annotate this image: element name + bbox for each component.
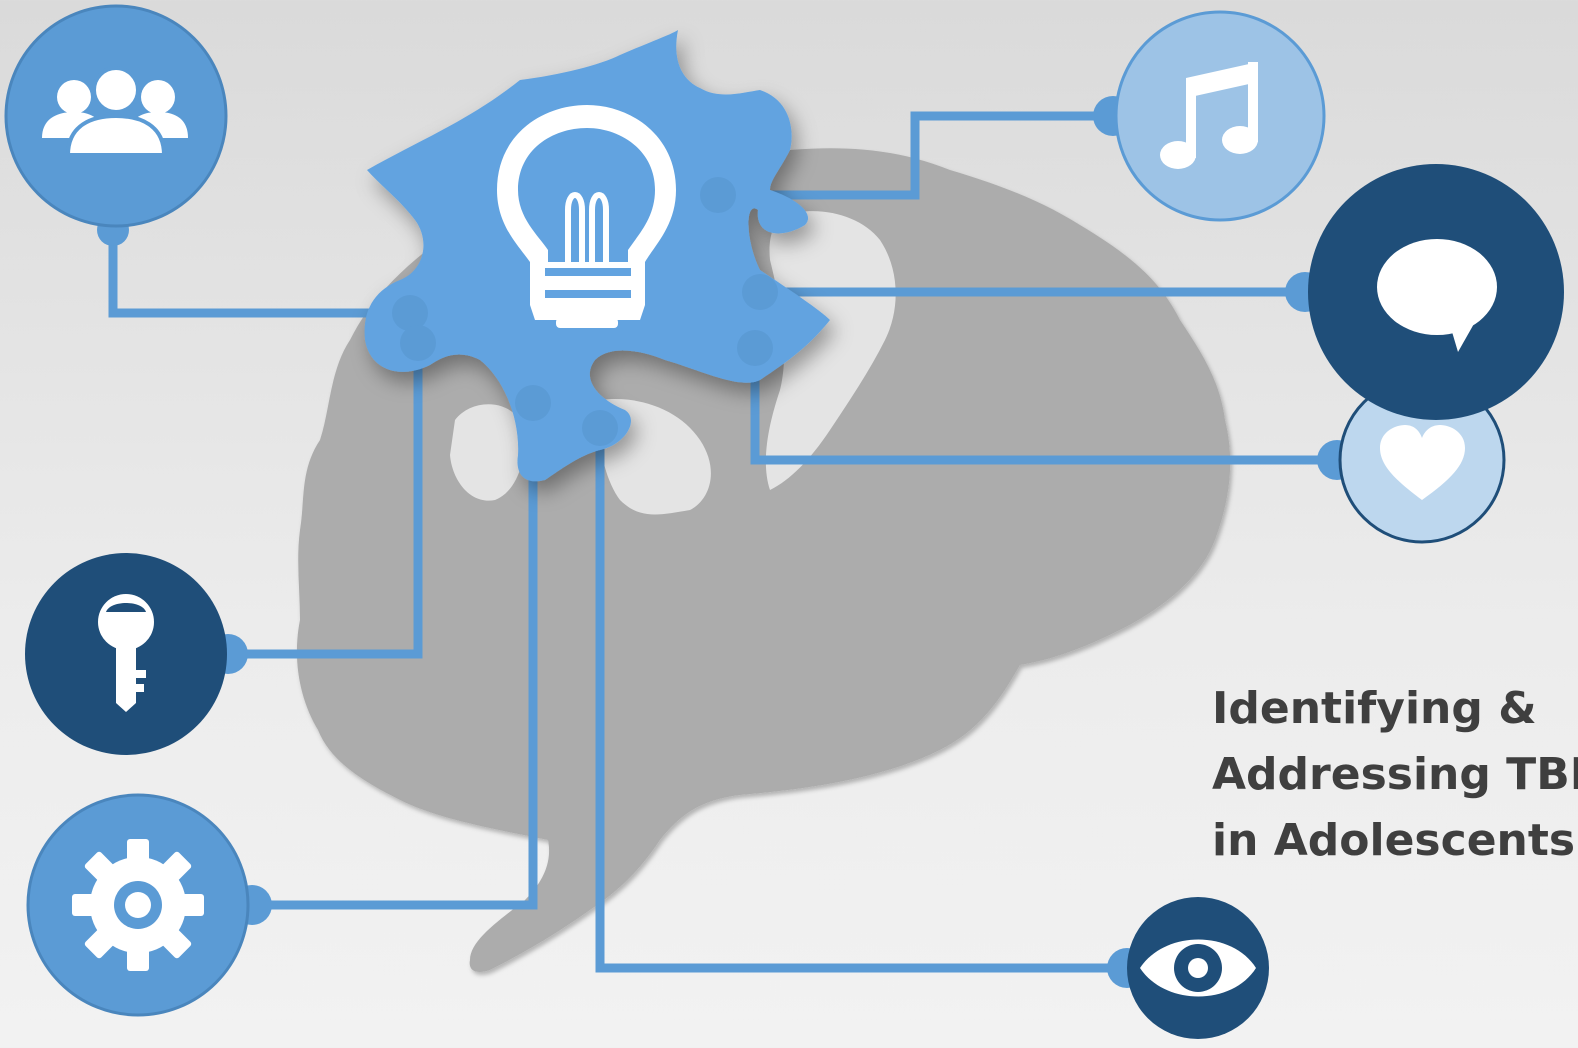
- eye-icon: [1140, 939, 1256, 997]
- speech-icon-circle: [1308, 164, 1564, 420]
- connector-heart: [750, 348, 1337, 465]
- key-icon-circle: [25, 553, 227, 755]
- eye-icon-circle: [1127, 897, 1269, 1039]
- dot-heart-piece: [737, 330, 773, 366]
- connector-eye: [595, 428, 1127, 973]
- people-icon: [42, 66, 188, 157]
- title-line-3: in Adolescents: [1212, 815, 1576, 866]
- connector-key: [228, 343, 423, 659]
- connector-music: [718, 111, 1113, 200]
- title-line-2: Addressing TBIs: [1212, 749, 1578, 800]
- title-text: Identifying & Addressing TBIs in Adolesc…: [1212, 676, 1578, 874]
- dot-eye-piece: [582, 410, 618, 446]
- gear-icon-circle: [26, 793, 250, 1017]
- speech-bubble-icon: [1377, 239, 1497, 352]
- dot-key-piece: [400, 325, 436, 361]
- people-icon-circle: [4, 4, 228, 228]
- heart-icon: [1380, 425, 1465, 500]
- connector-people: [108, 230, 410, 318]
- title-line-1: Identifying &: [1212, 683, 1537, 734]
- dot-speech-piece: [742, 274, 778, 310]
- gear-icon: [72, 839, 204, 971]
- lightbulb-icon: [497, 105, 676, 328]
- dot-music-piece: [700, 177, 736, 213]
- music-icon-circle: [1114, 10, 1326, 222]
- connector-gear: [252, 403, 538, 910]
- dot-people-piece: [392, 295, 428, 331]
- dot-gear-piece: [515, 385, 551, 421]
- key-icon: [98, 594, 154, 712]
- connector-lines: [108, 111, 1337, 973]
- music-note-icon: [1160, 62, 1258, 169]
